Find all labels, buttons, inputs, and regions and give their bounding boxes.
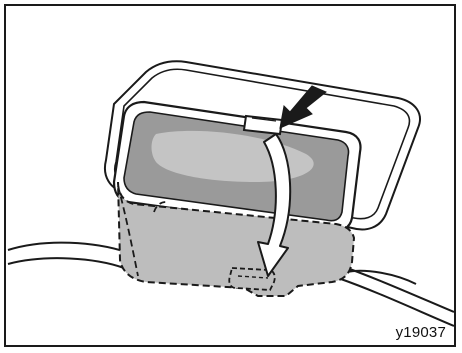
vanity-mirror-illustration [6, 6, 454, 345]
mirror-latch [244, 116, 282, 134]
figure-frame: y19037 [4, 4, 456, 347]
figure-reference-code: y19037 [396, 324, 446, 341]
